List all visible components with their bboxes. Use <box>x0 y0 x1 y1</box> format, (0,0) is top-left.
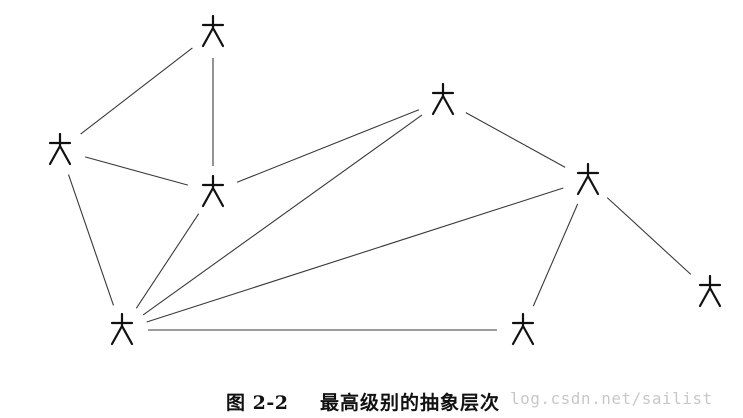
edge-n1-n2 <box>80 47 193 135</box>
nodes-group <box>48 14 722 346</box>
edge-n4-n5 <box>465 112 566 168</box>
person-center-icon <box>201 174 225 208</box>
caption-label: 图 2-2 <box>226 392 289 414</box>
network-diagram <box>48 14 722 346</box>
edge-n3-n4 <box>236 109 420 183</box>
edge-n2-n3 <box>84 156 189 186</box>
edge-n5-n6 <box>606 197 692 275</box>
person-right-icon <box>576 162 600 196</box>
person-top-center-icon <box>201 14 225 48</box>
edges-group <box>67 47 692 331</box>
watermark-text: log.csdn.net/sailist <box>510 389 713 408</box>
edge-n4-n7 <box>142 114 423 316</box>
person-far-right-icon <box>698 274 722 308</box>
person-bottom-left-icon <box>110 312 134 346</box>
edge-n2-n7 <box>67 174 115 306</box>
edge-n5-n7 <box>146 187 564 323</box>
caption-title: 最高级别的抽象层次 <box>320 392 501 414</box>
edge-n3-n7 <box>135 213 200 309</box>
person-left-icon <box>48 132 72 166</box>
edge-n5-n8 <box>532 203 579 307</box>
person-top-right-icon <box>431 82 455 116</box>
figure-caption: 图 2-2 最高级别的抽象层次 <box>0 384 743 418</box>
person-bottom-right-icon <box>511 312 535 346</box>
